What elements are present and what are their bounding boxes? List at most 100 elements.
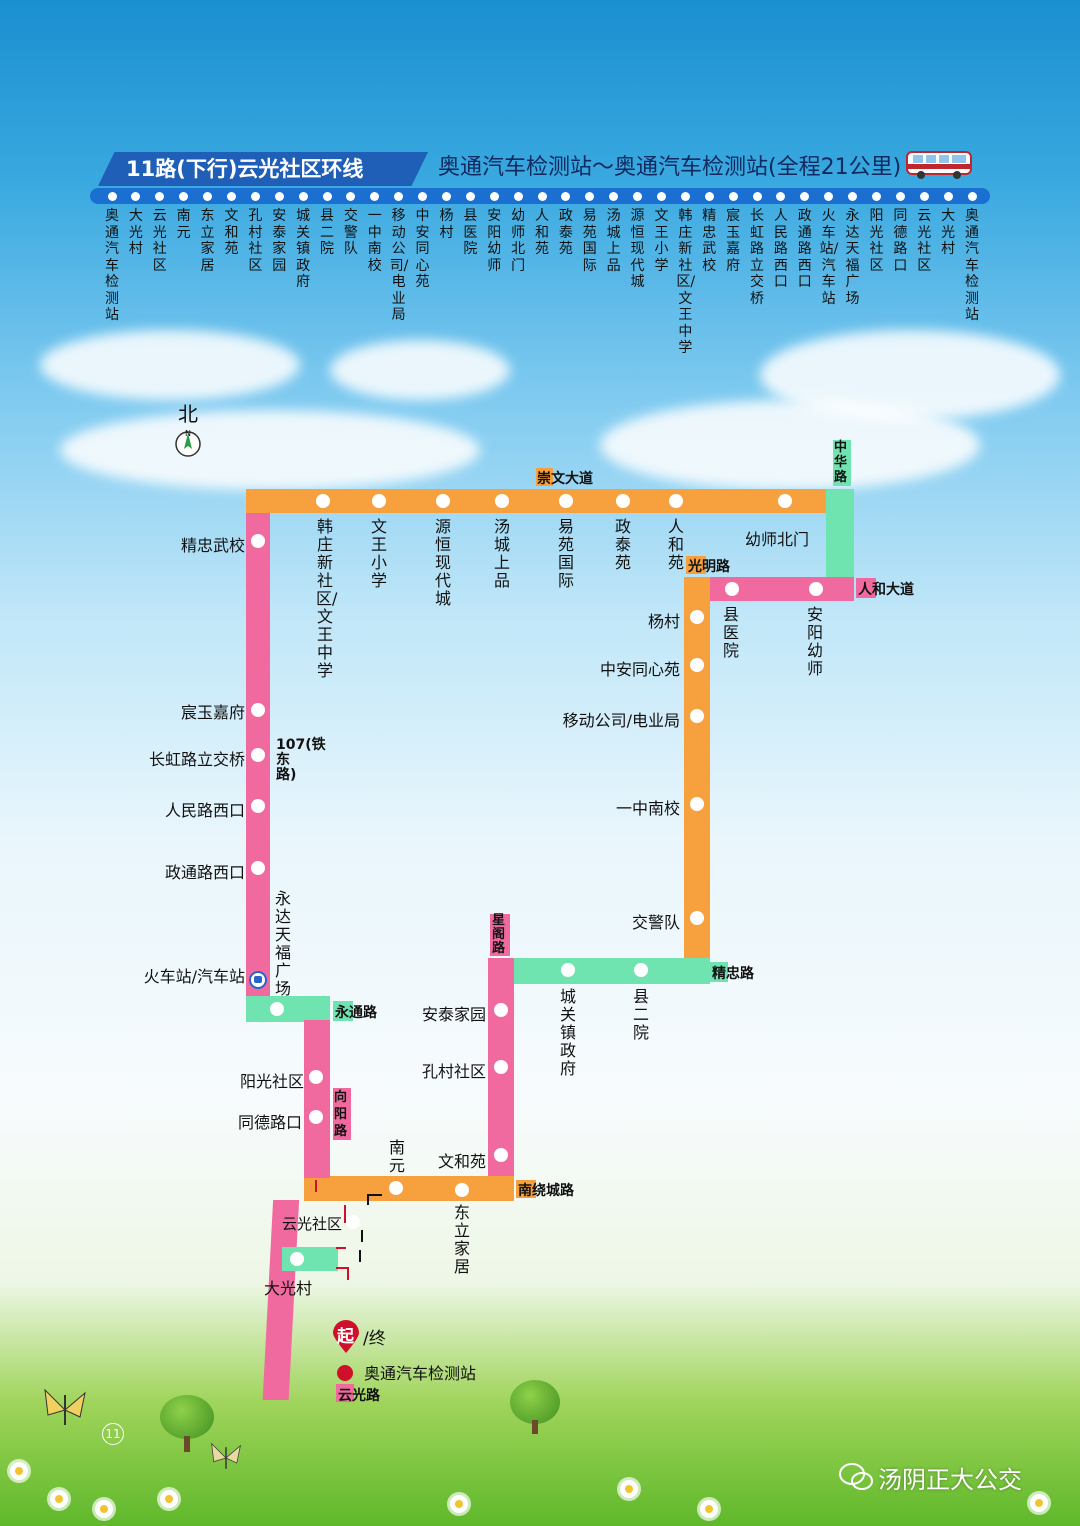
strip-stop-dot xyxy=(943,192,953,201)
strip-stop-label: 奥通汽车检测站 xyxy=(105,208,119,323)
arrow-icon xyxy=(336,1267,349,1280)
strip-stop-label: 南元 xyxy=(176,208,191,241)
road-label-107: 107(铁东路) xyxy=(276,737,326,783)
road-label-xingjian: 星阁路 xyxy=(492,913,506,956)
stop-dot xyxy=(455,1183,469,1197)
stop-dot xyxy=(725,582,739,596)
strip-stop-dot xyxy=(728,192,738,201)
route-title: 11路(下行)云光社区环线 xyxy=(98,152,428,186)
start-label: 起 xyxy=(337,1327,354,1347)
stop-dot xyxy=(494,1060,508,1074)
strip-stop-label: 人和苑 xyxy=(535,208,549,257)
strip-stop-dot xyxy=(704,192,714,201)
strip-stop-dot xyxy=(776,192,786,201)
strip-stop-label: 政通路西口 xyxy=(797,208,812,290)
strip-stop-label: 源恒现代城 xyxy=(630,208,645,290)
jingzhong-road-line xyxy=(512,958,710,984)
stop-label: 宸玉嘉府 xyxy=(180,703,245,722)
stop-label: 移动公司/电业局 xyxy=(562,711,680,730)
bus-icon xyxy=(905,150,975,186)
strip-stop-label: 县医院 xyxy=(463,208,478,257)
road-label-guangming: 光明路 xyxy=(688,559,730,575)
strip-stop-label: 城关镇政府 xyxy=(296,208,311,290)
strip-stop-dot xyxy=(680,192,690,201)
stop-dot xyxy=(372,494,386,508)
strip-stop-label: 云光社区 xyxy=(917,208,932,274)
strip-stop-label: 大光村 xyxy=(941,208,956,257)
strip-stop-label: 政泰苑 xyxy=(558,208,573,257)
strip-stop-label: 移动公司/电业局 xyxy=(389,208,409,323)
cloud xyxy=(330,340,510,400)
strip-stop-dot xyxy=(465,192,475,201)
flower-decoration xyxy=(160,1490,178,1508)
stop-dot xyxy=(389,1181,403,1195)
tree-decoration xyxy=(510,1380,560,1424)
strip-stop-dot xyxy=(489,192,499,201)
strip-stop-label: 大光村 xyxy=(128,208,143,257)
strip-stop-dot xyxy=(585,192,595,201)
strip-stop-dot xyxy=(179,192,189,201)
strip-stop-dot xyxy=(394,192,404,201)
strip-stop-label: 云光社区 xyxy=(152,208,167,274)
stop-label: 城关镇政府 xyxy=(559,987,576,1078)
tree-trunk xyxy=(532,1420,538,1434)
strip-stop-dot xyxy=(561,192,571,201)
strip-stop-dot xyxy=(441,192,451,201)
north-compass: 北 N xyxy=(168,398,208,463)
stop-label: 长虹路立交桥 xyxy=(148,750,245,769)
stop-label: 县二院 xyxy=(632,987,649,1042)
stop-dot xyxy=(251,748,265,762)
stop-dot xyxy=(251,861,265,875)
strip-stop-dot xyxy=(513,192,523,201)
stop-dot xyxy=(778,494,792,508)
stop-label: 南元 xyxy=(388,1138,405,1175)
strip-stop-dot xyxy=(824,192,834,201)
terminal-label: 奥通汽车检测站 xyxy=(364,1364,477,1383)
road-label-jingzhong: 精忠路 xyxy=(712,966,754,982)
strip-stop-dot xyxy=(967,192,977,201)
page-number: 11 xyxy=(102,1423,124,1445)
stop-label: 大光村 xyxy=(264,1279,313,1298)
flower-decoration xyxy=(10,1462,28,1480)
stop-label: 县医院 xyxy=(722,605,739,660)
strip-stop-dot xyxy=(871,192,881,201)
strip-stop-label: 一中南校 xyxy=(367,208,382,274)
flower-decoration xyxy=(95,1500,113,1518)
strip-stop-dot xyxy=(895,192,905,201)
stop-dot xyxy=(559,494,573,508)
strip-stop-dot xyxy=(370,192,380,201)
arrow-icon xyxy=(367,1194,382,1205)
strip-stop-dot xyxy=(226,192,236,201)
start-pin-icon xyxy=(333,1320,359,1353)
strip-stop-label: 人民路西口 xyxy=(773,208,788,290)
stop-label: 孔村社区 xyxy=(421,1062,486,1081)
strip-stop-dot xyxy=(322,192,332,201)
stop-label: 同德路口 xyxy=(237,1113,302,1132)
stop-label: 汤城上品 xyxy=(493,517,510,590)
strip-stop-dot xyxy=(800,192,810,201)
strip-stop-dot xyxy=(656,192,666,201)
strip-stop-label: 县二院 xyxy=(320,208,334,257)
stop-dot xyxy=(690,797,704,811)
end-label: /终 xyxy=(363,1329,386,1349)
stop-label: 易苑国际 xyxy=(557,517,574,590)
strip-stop-label: 同德路口 xyxy=(893,208,908,274)
stop-label: 精忠武校 xyxy=(180,536,245,555)
road-label-chongwen: 崇文大道 xyxy=(537,471,593,487)
strip-stop-label: 东立家居 xyxy=(200,208,215,274)
stop-label: 幼师北门 xyxy=(745,530,810,549)
strip-stop-dot xyxy=(609,192,619,201)
strip-stop-label: 长虹路立交桥 xyxy=(750,208,764,307)
stop-dot xyxy=(690,709,704,723)
strip-stop-dot xyxy=(250,192,260,201)
road-label-yunguang: 云光路 xyxy=(338,1388,380,1404)
stop-label: 云光社区 xyxy=(281,1215,342,1233)
xiangyang-road-line xyxy=(304,1020,330,1178)
road-label-yongtong: 永通路 xyxy=(335,1005,377,1021)
stop-label: 火车站/汽车站 xyxy=(143,967,245,986)
nanrao-road-line xyxy=(304,1176,514,1201)
strip-stop-label: 交警队 xyxy=(343,208,358,257)
stop-dot xyxy=(494,1148,508,1162)
strip-stop-label: 韩庄新社区/文王中学 xyxy=(676,208,696,356)
